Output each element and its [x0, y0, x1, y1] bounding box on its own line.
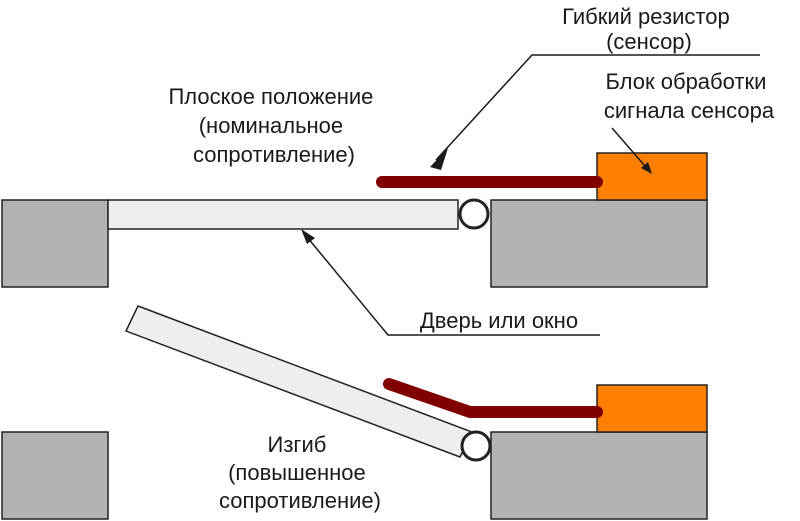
arrow-door: [301, 229, 315, 244]
processing-block-top: [596, 152, 708, 201]
right-frame-bottom: [490, 431, 708, 520]
flex-sensor-bent: [383, 378, 603, 418]
label-bend: Изгиб (повышенное сопротивление): [219, 432, 381, 513]
label-door-window: Дверь или окно: [420, 308, 578, 333]
leader-processing: [611, 127, 646, 167]
arrow-processing: [641, 162, 652, 174]
right-frame-top: [490, 199, 708, 288]
processing-block-bottom: [596, 384, 708, 433]
label-flat-position: Плоское положение (номинальное сопротивл…: [168, 84, 379, 167]
door-panel-open: [124, 305, 474, 458]
hinge-top: [458, 198, 490, 230]
left-frame-bottom: [1, 431, 109, 520]
label-processing-block: Блок обработки сигнала сенсора: [604, 69, 775, 123]
left-frame-top: [1, 199, 109, 288]
leader-door: [306, 236, 600, 336]
arrow-sensor: [430, 148, 448, 170]
label-flex-resistor: Гибкий резистор (сенсор): [562, 4, 736, 54]
leader-sensor: [435, 54, 760, 161]
hinge-bottom: [460, 430, 492, 462]
door-panel-flat: [107, 199, 459, 230]
